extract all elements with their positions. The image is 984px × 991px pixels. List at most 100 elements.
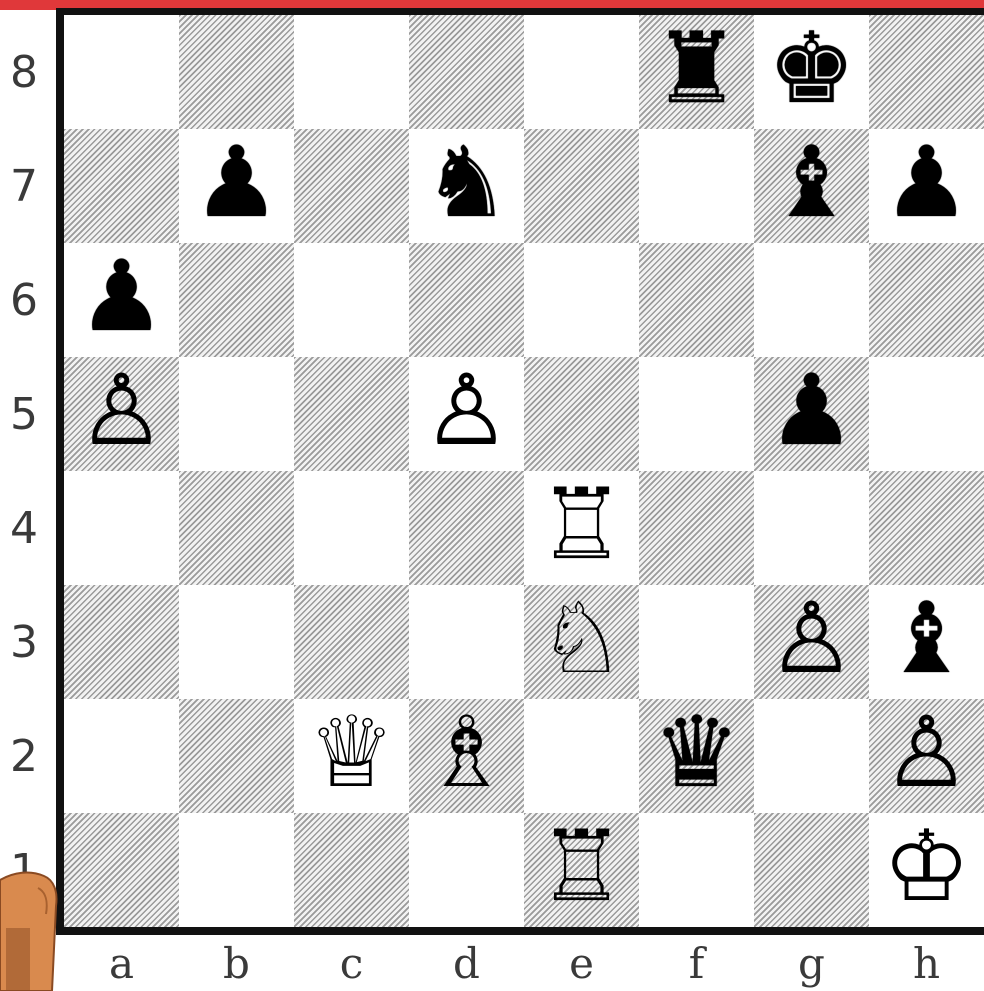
square-h7[interactable]: ♟ bbox=[869, 129, 984, 243]
square-d3[interactable] bbox=[409, 585, 524, 699]
square-c5[interactable] bbox=[294, 357, 409, 471]
square-b6[interactable] bbox=[179, 243, 294, 357]
black-pawn-b7[interactable]: ♟ bbox=[193, 134, 281, 232]
board-frame: ♜ ♚ ♟ ♞ ♝ ♟ ♟ ♙ ♙ ♟ ♖ ♘ ♙ ♝ ♕ ♗ ♛ ♙ ♖ ♔ bbox=[56, 8, 984, 935]
square-e3[interactable]: ♘ bbox=[524, 585, 639, 699]
square-c8[interactable] bbox=[294, 15, 409, 129]
white-pawn-g3[interactable]: ♙ bbox=[768, 590, 856, 688]
white-pawn-h2[interactable]: ♙ bbox=[883, 704, 971, 802]
square-g8[interactable]: ♚ bbox=[754, 15, 869, 129]
file-label-a: a bbox=[64, 935, 179, 991]
square-b5[interactable] bbox=[179, 357, 294, 471]
black-knight-d7[interactable]: ♞ bbox=[423, 134, 511, 232]
square-h3[interactable]: ♝ bbox=[869, 585, 984, 699]
square-a5[interactable]: ♙ bbox=[64, 357, 179, 471]
square-f6[interactable] bbox=[639, 243, 754, 357]
square-h5[interactable] bbox=[869, 357, 984, 471]
square-f8[interactable]: ♜ bbox=[639, 15, 754, 129]
square-b1[interactable] bbox=[179, 813, 294, 927]
square-c3[interactable] bbox=[294, 585, 409, 699]
square-f2[interactable]: ♛ bbox=[639, 699, 754, 813]
square-d4[interactable] bbox=[409, 471, 524, 585]
square-g6[interactable] bbox=[754, 243, 869, 357]
square-b4[interactable] bbox=[179, 471, 294, 585]
square-b2[interactable] bbox=[179, 699, 294, 813]
file-label-e: e bbox=[524, 935, 639, 991]
rank-label-5: 5 bbox=[0, 357, 48, 471]
white-rook-e4[interactable]: ♖ bbox=[538, 476, 626, 574]
white-rook-e1[interactable]: ♖ bbox=[538, 818, 626, 916]
white-knight-e3[interactable]: ♘ bbox=[538, 590, 626, 688]
square-e6[interactable] bbox=[524, 243, 639, 357]
file-label-c: c bbox=[294, 935, 409, 991]
square-f5[interactable] bbox=[639, 357, 754, 471]
square-f4[interactable] bbox=[639, 471, 754, 585]
square-g3[interactable]: ♙ bbox=[754, 585, 869, 699]
square-e4[interactable]: ♖ bbox=[524, 471, 639, 585]
square-e7[interactable] bbox=[524, 129, 639, 243]
rank-label-4: 4 bbox=[0, 471, 48, 585]
square-b7[interactable]: ♟ bbox=[179, 129, 294, 243]
square-h4[interactable] bbox=[869, 471, 984, 585]
square-d7[interactable]: ♞ bbox=[409, 129, 524, 243]
file-label-f: f bbox=[639, 935, 754, 991]
square-d8[interactable] bbox=[409, 15, 524, 129]
white-pawn-d5[interactable]: ♙ bbox=[423, 362, 511, 460]
square-a1[interactable] bbox=[64, 813, 179, 927]
white-queen-c2[interactable]: ♕ bbox=[308, 704, 396, 802]
black-king-g8[interactable]: ♚ bbox=[768, 20, 856, 118]
square-h8[interactable] bbox=[869, 15, 984, 129]
rank-label-3: 3 bbox=[0, 585, 48, 699]
file-label-b: b bbox=[179, 935, 294, 991]
square-a4[interactable] bbox=[64, 471, 179, 585]
square-a8[interactable] bbox=[64, 15, 179, 129]
black-pawn-h7[interactable]: ♟ bbox=[883, 134, 971, 232]
square-h1[interactable]: ♔ bbox=[869, 813, 984, 927]
white-pawn-a5[interactable]: ♙ bbox=[78, 362, 166, 460]
white-king-h1[interactable]: ♔ bbox=[883, 818, 971, 916]
square-d1[interactable] bbox=[409, 813, 524, 927]
square-g1[interactable] bbox=[754, 813, 869, 927]
square-c1[interactable] bbox=[294, 813, 409, 927]
square-c4[interactable] bbox=[294, 471, 409, 585]
file-label-h: h bbox=[869, 935, 984, 991]
black-queen-f2[interactable]: ♛ bbox=[653, 704, 741, 802]
square-e8[interactable] bbox=[524, 15, 639, 129]
square-a3[interactable] bbox=[64, 585, 179, 699]
square-g2[interactable] bbox=[754, 699, 869, 813]
file-label-g: g bbox=[754, 935, 869, 991]
square-g7[interactable]: ♝ bbox=[754, 129, 869, 243]
square-f7[interactable] bbox=[639, 129, 754, 243]
square-h6[interactable] bbox=[869, 243, 984, 357]
white-bishop-d2[interactable]: ♗ bbox=[423, 704, 511, 802]
square-a2[interactable] bbox=[64, 699, 179, 813]
black-pawn-g5[interactable]: ♟ bbox=[768, 362, 856, 460]
square-e5[interactable] bbox=[524, 357, 639, 471]
square-g5[interactable]: ♟ bbox=[754, 357, 869, 471]
black-bishop-g7[interactable]: ♝ bbox=[768, 134, 856, 232]
square-c7[interactable] bbox=[294, 129, 409, 243]
square-a6[interactable]: ♟ bbox=[64, 243, 179, 357]
black-rook-f8[interactable]: ♜ bbox=[653, 20, 741, 118]
black-bishop-h3[interactable]: ♝ bbox=[883, 590, 971, 688]
square-e1[interactable]: ♖ bbox=[524, 813, 639, 927]
square-h2[interactable]: ♙ bbox=[869, 699, 984, 813]
square-a7[interactable] bbox=[64, 129, 179, 243]
square-b8[interactable] bbox=[179, 15, 294, 129]
square-c6[interactable] bbox=[294, 243, 409, 357]
rank-label-6: 6 bbox=[0, 243, 48, 357]
file-label-d: d bbox=[409, 935, 524, 991]
black-pawn-a6[interactable]: ♟ bbox=[78, 248, 166, 346]
square-b3[interactable] bbox=[179, 585, 294, 699]
rank-labels: 87654321 bbox=[0, 15, 56, 927]
square-e2[interactable] bbox=[524, 699, 639, 813]
square-d6[interactable] bbox=[409, 243, 524, 357]
square-f3[interactable] bbox=[639, 585, 754, 699]
hand-finger-image bbox=[0, 858, 62, 991]
square-d2[interactable]: ♗ bbox=[409, 699, 524, 813]
square-g4[interactable] bbox=[754, 471, 869, 585]
square-f1[interactable] bbox=[639, 813, 754, 927]
square-c2[interactable]: ♕ bbox=[294, 699, 409, 813]
square-d5[interactable]: ♙ bbox=[409, 357, 524, 471]
